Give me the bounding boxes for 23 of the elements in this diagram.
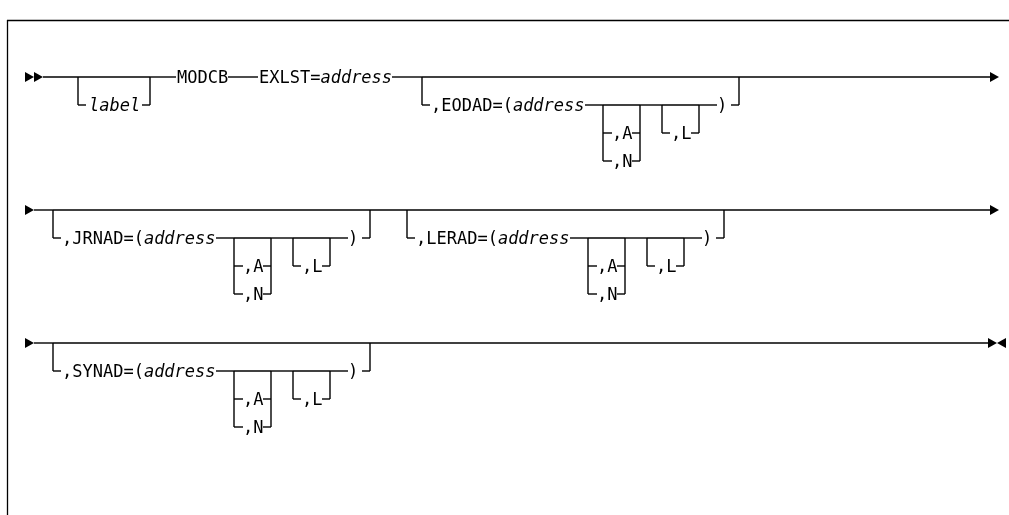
option-keyword: ,JRNAD=(address bbox=[62, 228, 216, 248]
closing-parenthesis: ) bbox=[717, 95, 728, 115]
option-value: ,L bbox=[671, 123, 692, 143]
closing-parenthesis: ) bbox=[348, 361, 359, 381]
option-value: ,L bbox=[656, 256, 677, 276]
option-value: ,A bbox=[597, 256, 618, 276]
keyword: MODCB bbox=[177, 67, 229, 87]
option-value: ,L bbox=[302, 389, 323, 409]
closing-parenthesis: ) bbox=[702, 228, 713, 248]
option-value: ,A bbox=[612, 123, 633, 143]
option-value: ,L bbox=[302, 256, 323, 276]
option-value: ,N bbox=[243, 284, 264, 304]
option-keyword: ,LERAD=(address bbox=[416, 228, 570, 248]
option-keyword: ,SYNAD=(address bbox=[62, 361, 216, 381]
option-value: ,N bbox=[243, 417, 264, 437]
option-value: ,N bbox=[597, 284, 618, 304]
option-value: ,A bbox=[243, 256, 264, 276]
option-value: ,A bbox=[243, 389, 264, 409]
closing-parenthesis: ) bbox=[348, 228, 359, 248]
option-value: ,N bbox=[612, 151, 633, 171]
keyword: EXLST=address bbox=[259, 67, 393, 87]
option-keyword: ,EODAD=(address bbox=[431, 95, 585, 115]
variable-name: label bbox=[89, 95, 141, 115]
